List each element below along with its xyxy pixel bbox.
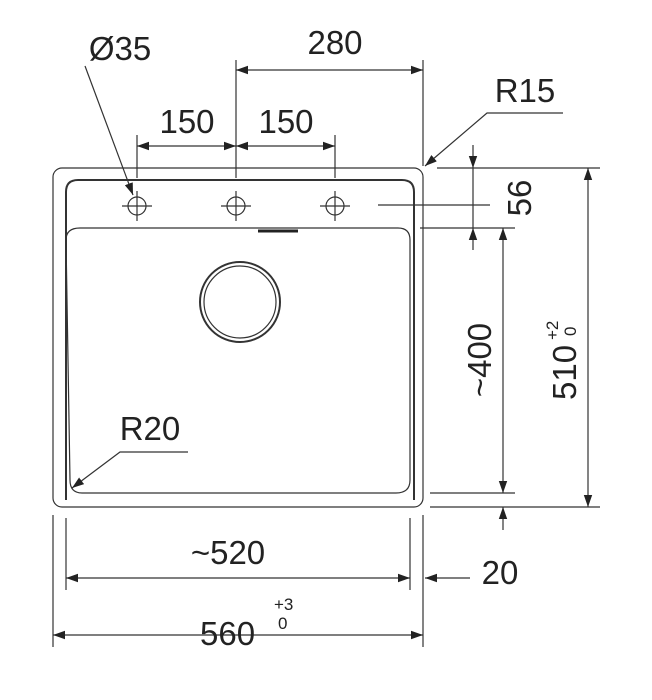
dim-510-label-group: 510 +2 0 [543, 321, 583, 400]
sink-outline [52, 167, 424, 508]
dim-150-a-label: 150 [159, 103, 214, 140]
dim-560-tol-lower: 0 [278, 614, 287, 633]
dim-520-label: ~520 [191, 534, 265, 571]
hole-diameter-label: Ø35 [89, 30, 151, 67]
extension-lines [52, 60, 600, 647]
dim-510-label: 510 [546, 345, 583, 400]
dim-20-label: 20 [482, 554, 519, 591]
dim-56-label: 56 [501, 180, 538, 217]
tap-hole-icon [320, 191, 350, 221]
tap-hole-icon [221, 191, 251, 221]
bowl-outline [65, 227, 411, 494]
deck-rim [65, 179, 415, 500]
r15-leader [424, 112, 563, 167]
dim-510-tol-upper: +2 [543, 321, 562, 340]
dim-560-label: 560 [200, 615, 255, 652]
r20-label: R20 [120, 410, 181, 447]
dim-510-tol-lower: 0 [561, 327, 580, 336]
r20-leader [71, 451, 188, 489]
drain-icon [199, 261, 281, 343]
dim-150-b-label: 150 [258, 103, 313, 140]
r15-label: R15 [495, 72, 556, 109]
dim-400-label: ~400 [461, 323, 498, 397]
tap-hole-icon [122, 191, 152, 221]
dim-560-tol-upper: +3 [274, 595, 293, 614]
tap-holes [122, 191, 350, 221]
dim-280-label: 280 [307, 24, 362, 61]
hole-diameter-leader [84, 65, 134, 196]
